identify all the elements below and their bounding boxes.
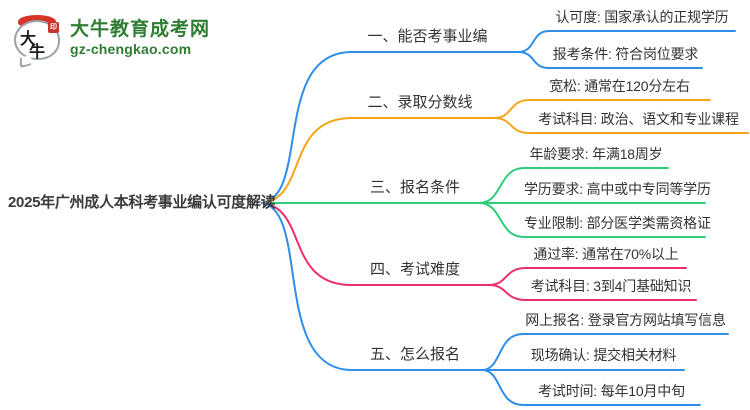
- logo-char-bottom: 牛: [29, 44, 46, 61]
- branch-4-child-1: 通过率: 通常在70%以上: [533, 246, 679, 262]
- branch-3-child-3-line: [478, 202, 706, 238]
- branch-2-child-1-line: [493, 99, 711, 119]
- branch-1-label: 一、能否考事业编: [367, 28, 488, 45]
- branch-4-label: 四、考试难度: [369, 261, 460, 278]
- branch-2-line: [261, 117, 495, 204]
- mindmap-root-title: 2025年广州成人本科考事业编认可度解读: [8, 194, 276, 211]
- branch-5-child-1-line: [481, 333, 729, 371]
- branch-3-child-1-line: [478, 167, 669, 204]
- branch-4-child-2-line: [488, 284, 697, 301]
- branch-3-label: 三、报名条件: [369, 179, 460, 196]
- site-logo: 大 牛 印 大牛教育成考网 gz-chengkao.com: [12, 14, 210, 69]
- branch-5-label: 五、怎么报名: [369, 346, 460, 363]
- branch-5-child-3: 考试时间: 每年10月中旬: [538, 383, 685, 399]
- branch-1-child-2: 报考条件: 符合岗位要求: [552, 46, 699, 62]
- branch-5-child-2: 现场确认: 提交相关材料: [530, 347, 677, 363]
- branch-5-line: [261, 202, 483, 371]
- brand-text-block: 大牛教育成考网 gz-chengkao.com: [70, 19, 210, 57]
- branch-1-child-1: 认可度: 国家承认的正规学历: [555, 9, 729, 25]
- logo-seal-icon: 印: [48, 22, 59, 33]
- branch-1-child-1-line: [517, 30, 736, 53]
- site-name: 大牛教育成考网: [70, 19, 211, 40]
- logo-speech-bubble-icon: 大 牛 印: [12, 14, 62, 69]
- branch-5-child-1: 网上报名: 登录官方网站填写信息: [525, 312, 726, 328]
- branch-4-child-2: 考试科目: 3到4门基础知识: [530, 278, 692, 294]
- branch-5-child-3-line: [481, 369, 701, 406]
- branch-2-label: 二、录取分数线: [367, 94, 473, 111]
- branch-3-child-2: 学历要求: 高中或中专同等学历: [524, 181, 711, 197]
- branch-1-child-2-line: [517, 51, 703, 69]
- branch-4-child-1-line: [488, 267, 687, 286]
- branch-2-child-1: 宽松: 通常在120分左右: [549, 78, 690, 94]
- branch-3-child-3: 专业限制: 部分医学类需资格证: [524, 215, 711, 231]
- logo-char-top: 大: [20, 31, 37, 48]
- site-url: gz-chengkao.com: [70, 41, 192, 57]
- branch-2-child-2-line: [493, 117, 749, 134]
- branch-2-child-2: 考试科目: 政治、语文和专业课程: [538, 111, 739, 127]
- branch-1-line: [261, 51, 519, 204]
- branch-4-line: [261, 202, 490, 286]
- branch-3-child-1: 年龄要求: 年满18周岁: [529, 146, 663, 162]
